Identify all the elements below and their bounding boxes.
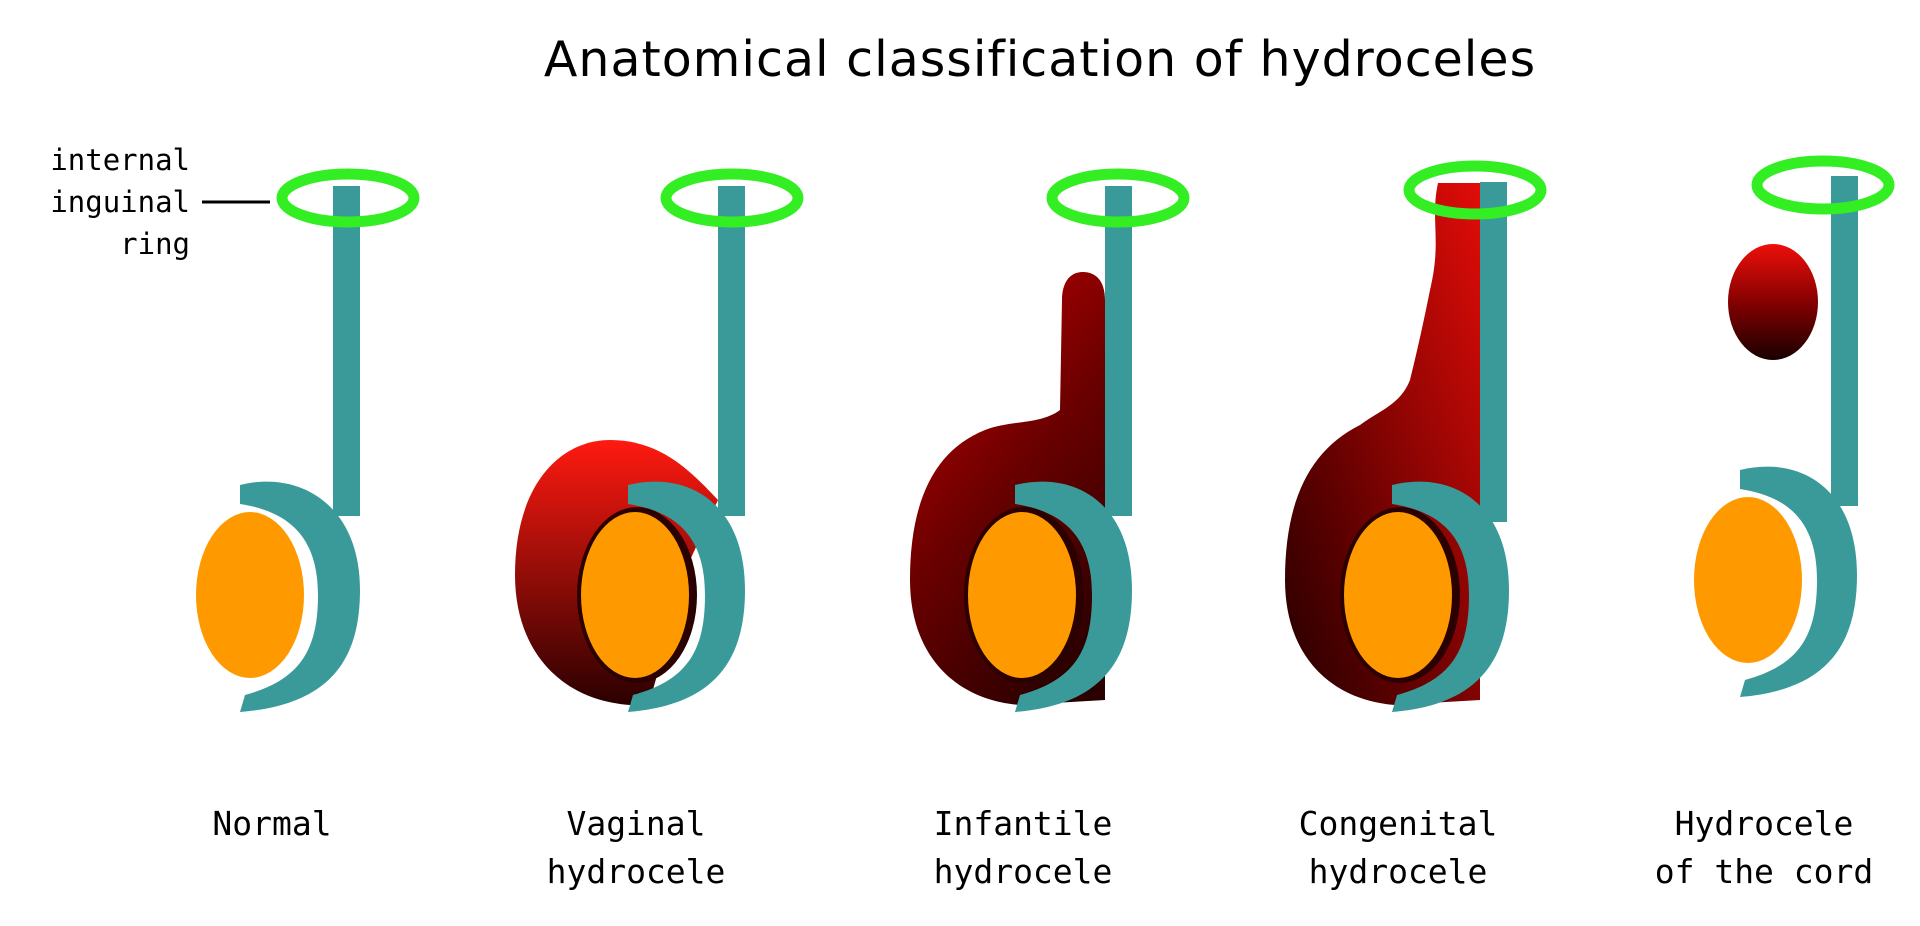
spermatic-cord [718, 186, 745, 516]
ring-label-line3: ring [120, 227, 190, 261]
ring-label: internal inguinal ring [50, 143, 270, 261]
epididymis [1740, 466, 1857, 697]
testis-orange [196, 512, 304, 678]
panel-normal: Normal [194, 168, 420, 843]
inguinal-ring [1046, 168, 1190, 228]
epididymis [1015, 481, 1132, 712]
testis [581, 512, 689, 678]
cord-cyst [1728, 244, 1818, 360]
inguinal-ring [1751, 155, 1895, 215]
panel-infantile-hydrocele: Infantile hydrocele [910, 168, 1190, 891]
panel-label-line1: Hydrocele [1675, 804, 1854, 843]
inguinal-ring [660, 168, 804, 228]
epididymis [1392, 481, 1509, 712]
spermatic-cord [1831, 176, 1858, 506]
epididymis [240, 481, 360, 712]
epididymis [628, 481, 745, 712]
testis [968, 512, 1076, 678]
spermatic-cord [333, 186, 360, 516]
inguinal-ring [276, 168, 420, 228]
panel-label-line2: hydrocele [547, 852, 726, 891]
panel-congenital-hydrocele: Congenital hydrocele [1285, 160, 1547, 891]
panel-label-line1: Vaginal [566, 804, 705, 843]
panel-label-line1: Infantile [934, 804, 1113, 843]
ring-label-line2: inguinal [50, 185, 190, 219]
spermatic-cord [1480, 182, 1507, 522]
testis [1344, 512, 1452, 678]
diagram-title: Anatomical classification of hydroceles [544, 31, 1536, 88]
inguinal-ring [1403, 160, 1547, 220]
ring-label-line1: internal [50, 143, 190, 177]
panel-hydrocele-of-cord: Hydrocele of the cord [1655, 155, 1895, 891]
panel-vaginal-hydrocele: Vaginal hydrocele [515, 168, 804, 891]
panel-label-line1: Congenital [1299, 804, 1498, 843]
panel-label-line1: Normal [212, 804, 331, 843]
spermatic-cord [1105, 186, 1132, 516]
testis [1694, 497, 1802, 663]
panel-label-line2: hydrocele [1309, 852, 1488, 891]
panel-label-line2: hydrocele [934, 852, 1113, 891]
panel-label-line2: of the cord [1655, 852, 1874, 891]
